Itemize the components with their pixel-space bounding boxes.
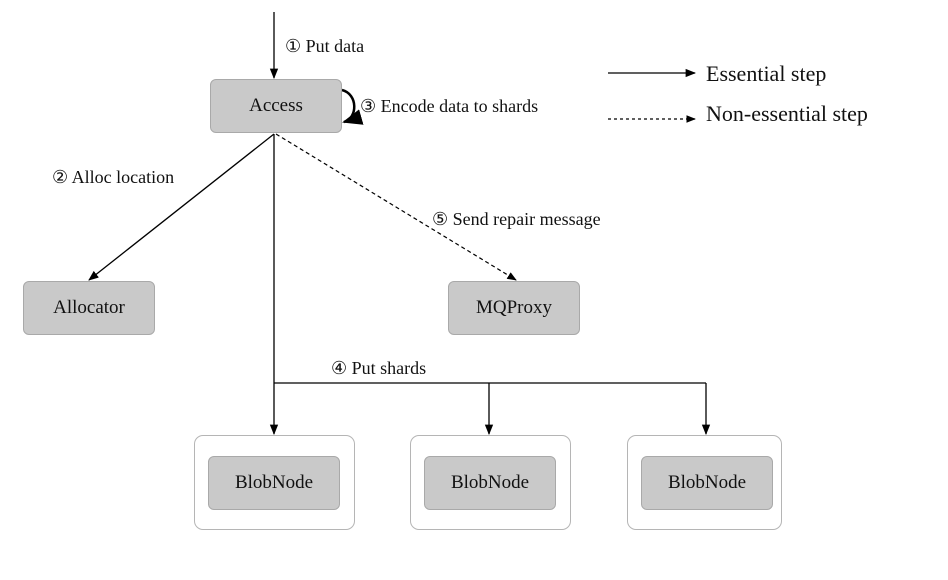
arrow-encode-loop: [341, 88, 364, 125]
arrow-send-repair: [275, 133, 517, 281]
blobnode-1: BlobNode: [208, 456, 340, 510]
blobnode-2: BlobNode: [424, 456, 556, 510]
step-put-shards-label: ④ Put shards: [331, 358, 427, 378]
step-encode-label: ③ Encode data to shards: [360, 96, 539, 116]
blobnode-3: BlobNode: [641, 456, 773, 510]
allocator-node: Allocator: [23, 281, 155, 335]
step-put-data-label: ① Put data: [285, 36, 365, 56]
step-send-repair-label: ⑤ Send repair message: [432, 209, 601, 229]
arrow-alloc-location: [88, 133, 275, 281]
step-alloc-location-label: ② Alloc location: [52, 167, 175, 187]
access-node: Access: [210, 79, 342, 133]
legend-essential-label: Essential step: [706, 61, 827, 86]
legend-non-essential-label: Non-essential step: [706, 101, 868, 126]
mqproxy-node: MQProxy: [448, 281, 580, 335]
